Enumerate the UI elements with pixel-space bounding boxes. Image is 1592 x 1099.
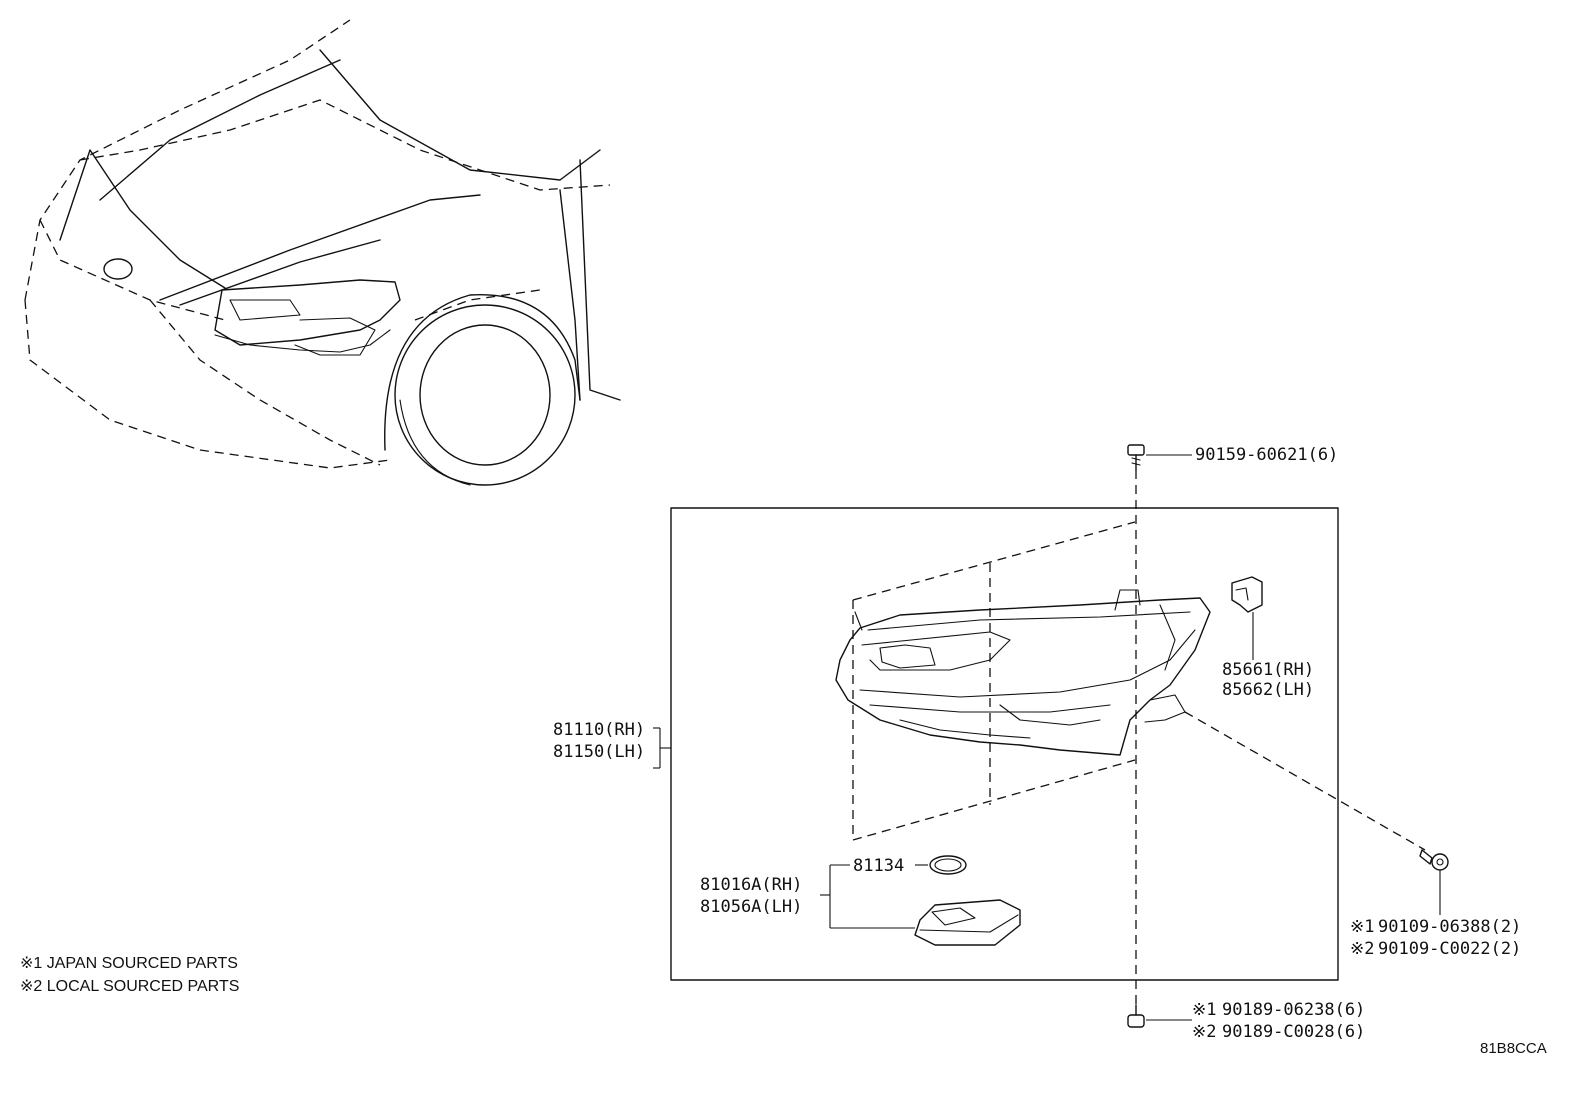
label-mark1-bolt: ※1 (1192, 1000, 1216, 1020)
note-japan-sourced: ※1 JAPAN SOURCED PARTS (20, 955, 238, 972)
vehicle-front-illustration (24, 19, 621, 486)
diagram-code: 81B8CCA (1480, 1040, 1547, 1057)
note-local-sourced: ※2 LOCAL SOURCED PARTS (20, 978, 239, 995)
headlamp-assembly-drawing (835, 521, 1211, 841)
label-headlamp-lh: 81150(LH) (553, 742, 645, 762)
screw-icon (1419, 849, 1449, 871)
label-bolt-local: 90189-C0028(6) (1222, 1022, 1365, 1042)
label-bolt-jp: 90189-06238(6) (1222, 1000, 1365, 1020)
lamp-computer-icon (914, 899, 1021, 946)
label-computer-rh: 81016A(RH) (700, 875, 802, 895)
label-socket-lh: 85662(LH) (1222, 680, 1314, 700)
label-screw-local: 90109-C0022(2) (1378, 939, 1521, 959)
label-mark1-screw: ※1 (1350, 917, 1374, 937)
label-bolt-top: 90159-60621(6) (1195, 445, 1338, 465)
label-mark2-bolt: ※2 (1192, 1022, 1216, 1042)
label-socket-rh: 85661(RH) (1222, 660, 1314, 680)
label-screw-jp: 90109-06388(2) (1378, 917, 1521, 937)
top-bolt-icon (1127, 444, 1145, 471)
label-headlamp-rh: 81110(RH) (553, 720, 645, 740)
label-computer-lh: 81056A(LH) (700, 897, 802, 917)
gasket-ring-icon (929, 855, 967, 875)
label-gasket: 81134 (853, 856, 904, 876)
bottom-bolt-icon (1127, 1004, 1145, 1028)
assembly-box (670, 507, 1339, 981)
socket-icon (1231, 576, 1263, 613)
label-mark2-screw: ※2 (1350, 939, 1374, 959)
